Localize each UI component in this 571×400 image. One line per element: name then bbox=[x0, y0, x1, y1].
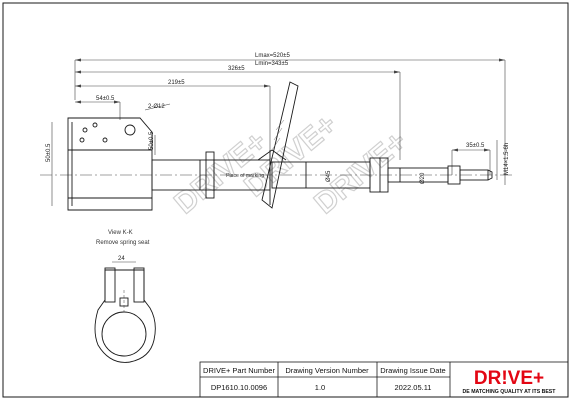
view-title: View K-K bbox=[108, 230, 133, 236]
dim-219: 219±5 bbox=[168, 80, 185, 86]
watermark-group: DRIVE+ DRIVE+ DRIVE+ bbox=[168, 107, 414, 221]
strut-body bbox=[67, 81, 493, 211]
dim-rod-diameter: Ø20 bbox=[420, 172, 426, 184]
part-number-value: DP1610.10.0096 bbox=[211, 383, 267, 392]
dim-35: 35±0.5 bbox=[466, 143, 485, 149]
dim-lmax: Lmax=520±5 bbox=[255, 53, 290, 59]
dim-thread: M14×1.5-6h bbox=[504, 143, 510, 175]
view-subtitle: Remove spring seat bbox=[96, 240, 150, 246]
dim-326: 326±5 bbox=[228, 66, 245, 72]
issue-date-label: Drawing Issue Date bbox=[380, 366, 445, 375]
part-number-label: DRIVE+ Part Number bbox=[203, 366, 275, 375]
dim-bracket-left: 50±0.5 bbox=[46, 143, 52, 162]
version-value: 1.0 bbox=[315, 383, 325, 392]
version-label: Drawing Version Number bbox=[285, 366, 369, 375]
place-of-marking: Place of marking bbox=[226, 173, 264, 179]
dim-hole: 2-Ø12 bbox=[148, 104, 165, 110]
spring-seat-hatch bbox=[271, 119, 285, 151]
brand-logo-text: DR!VE+ bbox=[474, 368, 544, 389]
dimension-lines-top bbox=[51, 59, 506, 206]
dimension-arrows bbox=[75, 58, 505, 152]
brand-tagline: DE MATCHING QUALITY AT ITS BEST bbox=[463, 389, 557, 395]
brand-logo: DR!VE+ DE MATCHING QUALITY AT ITS BEST bbox=[463, 368, 557, 395]
dim-tube-diameter: Ø45 bbox=[326, 170, 332, 182]
issue-date-value: 2022.05.11 bbox=[395, 383, 432, 392]
dim-lmin: Lmin=343±5 bbox=[255, 61, 289, 67]
dim-54: 54±0.5 bbox=[96, 96, 115, 102]
view-kk-section bbox=[94, 261, 156, 363]
title-block bbox=[199, 361, 569, 398]
dim-depth: 24 bbox=[118, 256, 125, 262]
